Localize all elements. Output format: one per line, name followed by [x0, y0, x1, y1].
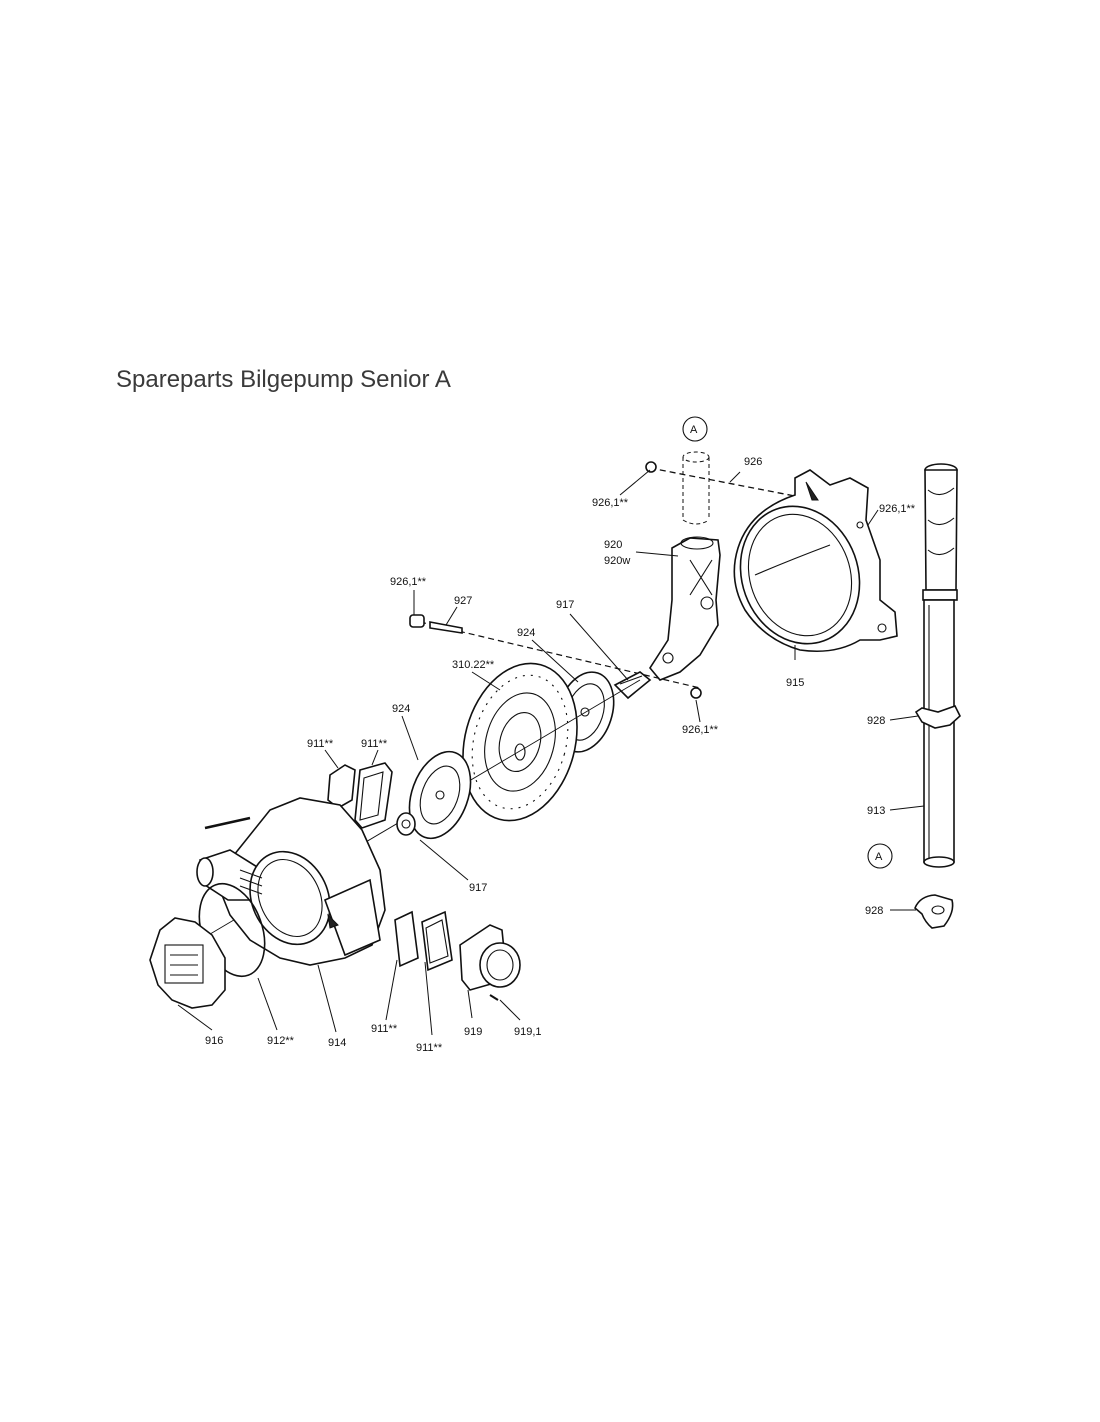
pin-927: [409, 614, 702, 699]
marker-a-top: A: [682, 416, 708, 442]
label-916: 916: [205, 1035, 223, 1047]
connecting-rod-917: [613, 671, 652, 700]
label-915: 915: [786, 677, 804, 689]
page-title: Spareparts Bilgepump Senior A: [116, 366, 451, 393]
label-911-c: 911**: [371, 1023, 398, 1035]
label-920: 920: [604, 539, 622, 551]
label-926-1-mid: 926,1**: [682, 724, 719, 736]
label-911-a: 911**: [307, 738, 334, 750]
leader-lines: [177, 469, 925, 1036]
label-310-22: 310.22**: [452, 659, 495, 671]
pin-926-top: [645, 461, 801, 498]
label-924-mid: 924: [392, 703, 410, 715]
valve-911-upper: [327, 762, 393, 829]
clip-928-lower: [914, 894, 954, 929]
label-911-d: 911**: [416, 1042, 443, 1054]
label-924-top: 924: [517, 627, 535, 639]
handle-913: [922, 463, 958, 868]
diaphragm-310-22: [462, 662, 578, 822]
label-919-1: 919,1: [514, 1026, 542, 1038]
label-920w: 920w: [604, 555, 630, 567]
part-labels: 926 926,1** 926,1** 920 920w 926,1** 927…: [205, 456, 916, 1054]
outlet-919: [459, 924, 521, 1001]
marker-a-top-label: A: [690, 424, 698, 436]
label-926: 926: [744, 456, 762, 468]
marker-a-right: A: [867, 843, 893, 869]
label-911-b: 911**: [361, 738, 388, 750]
label-917-top: 917: [556, 599, 574, 611]
valve-911-lower: [394, 910, 453, 972]
label-928-bottom: 928: [865, 905, 883, 917]
clip-928-upper: [914, 705, 961, 729]
label-919: 919: [464, 1026, 482, 1038]
pump-body-914: [196, 797, 386, 966]
label-912: 912**: [267, 1035, 295, 1047]
label-928-top: 928: [867, 715, 885, 727]
label-926-1-top-left: 926,1**: [592, 497, 629, 509]
nut-917-bottom: [396, 812, 416, 836]
label-917-bottom: 917: [469, 882, 487, 894]
label-913: 913: [867, 805, 885, 817]
label-914: 914: [328, 1037, 346, 1049]
pump-cover-915: [733, 469, 898, 653]
label-926-1-top-right: 926,1**: [879, 503, 916, 515]
label-927: 927: [454, 595, 472, 607]
lever-920: [649, 536, 721, 681]
diaphragm-plate-924-mid: [408, 750, 472, 840]
handle-socket-reference: [682, 451, 710, 525]
marker-a-right-label: A: [875, 851, 883, 863]
end-cover-916: [149, 917, 226, 1009]
label-926-1-left: 926,1**: [390, 576, 427, 588]
